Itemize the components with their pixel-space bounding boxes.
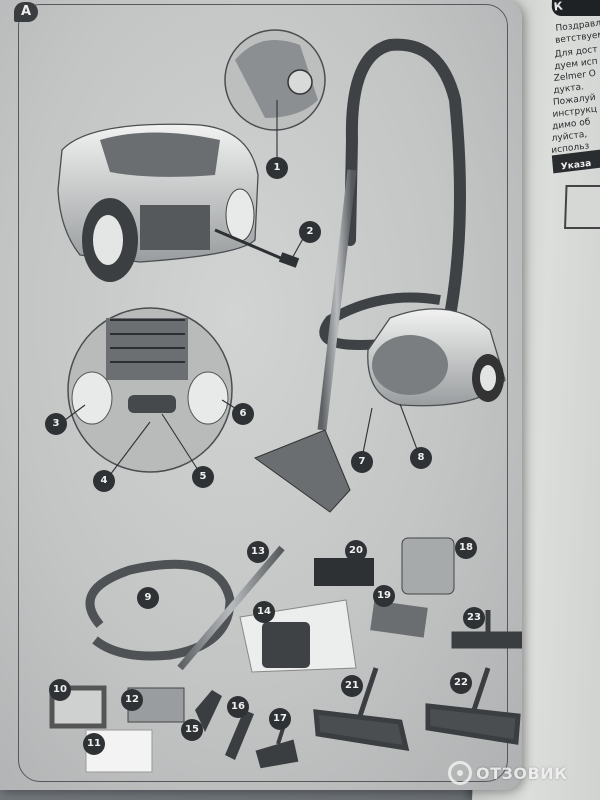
callout-21: 21: [341, 675, 363, 697]
callout-9: 9: [137, 587, 159, 609]
page-tab: К: [551, 0, 600, 16]
watermark: ОТЗОВИК: [448, 758, 568, 788]
vacuum-assembled-illustration: [253, 38, 506, 513]
section-header-label: Указа: [560, 158, 592, 173]
illustration-frame: [18, 4, 508, 782]
detail-view-filters: [67, 307, 233, 473]
panel-label-badge: A: [14, 2, 38, 22]
callout-1: 1: [266, 157, 288, 179]
callout-14: 14: [253, 601, 275, 623]
callout-3: 3: [45, 413, 67, 435]
manual-illustration-page: A: [0, 0, 522, 790]
callout-16: 16: [227, 696, 249, 718]
warning-icon: [564, 185, 600, 229]
callout-2: 2: [299, 221, 321, 243]
callout-7: 7: [351, 451, 373, 473]
illustration-drawing: [49, 29, 522, 773]
callout-5: 5: [192, 466, 214, 488]
vacuum-body-illustration: [57, 123, 300, 282]
callout-20: 20: [345, 540, 367, 562]
callout-11: 11: [83, 733, 105, 755]
callout-15: 15: [181, 719, 203, 741]
callout-10: 10: [49, 679, 71, 701]
otzovik-logo-icon: [448, 761, 472, 785]
callout-6: 6: [232, 403, 254, 425]
callout-17: 17: [269, 708, 291, 730]
callout-23: 23: [463, 607, 485, 629]
callout-22: 22: [450, 672, 472, 694]
callout-19: 19: [373, 585, 395, 607]
callout-18: 18: [455, 537, 477, 559]
callout-4: 4: [93, 470, 115, 492]
page-tab-label: К: [553, 0, 564, 14]
accessories-illustration: [49, 537, 522, 773]
watermark-text: ОТЗОВИК: [476, 763, 568, 783]
callout-12: 12: [121, 689, 143, 711]
callout-13: 13: [247, 541, 269, 563]
callout-8: 8: [410, 447, 432, 469]
detail-view-top: [224, 29, 326, 131]
